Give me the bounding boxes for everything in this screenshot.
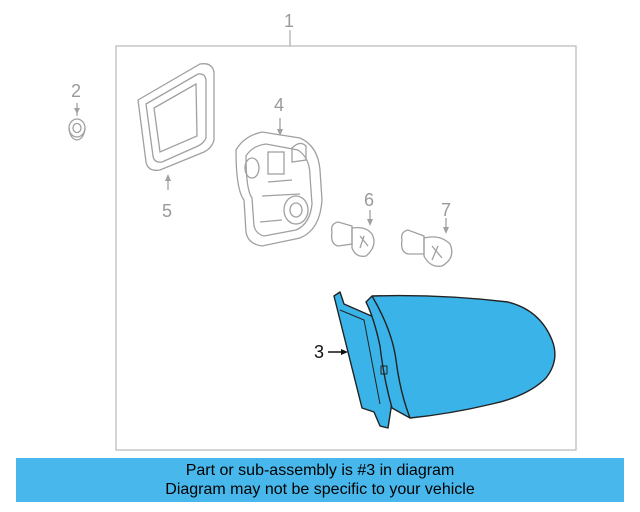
callout-5: 5 — [162, 201, 173, 221]
banner-line-part: Part or sub-assembly is #3 in diagram — [185, 462, 455, 479]
part-6-bulb — [330, 210, 375, 257]
callout-6: 6 — [364, 190, 375, 210]
callout-4: 4 — [274, 95, 285, 115]
callout-3: 3 — [314, 342, 325, 362]
banner-line-disclaimer: Diagram may not be specific to your vehi… — [165, 481, 475, 498]
callout-2: 2 — [71, 81, 82, 101]
part-4-housing — [235, 118, 323, 247]
part-2-nut — [68, 103, 86, 141]
part-3-mirror-cover — [328, 291, 556, 429]
callout-1: 1 — [284, 11, 295, 31]
callout-7: 7 — [441, 200, 452, 220]
info-banner: Part or sub-assembly is #3 in diagram Di… — [16, 458, 624, 502]
part-7-bulb — [400, 218, 453, 267]
assembly-frame — [115, 45, 577, 451]
part-5-glass — [137, 63, 215, 190]
